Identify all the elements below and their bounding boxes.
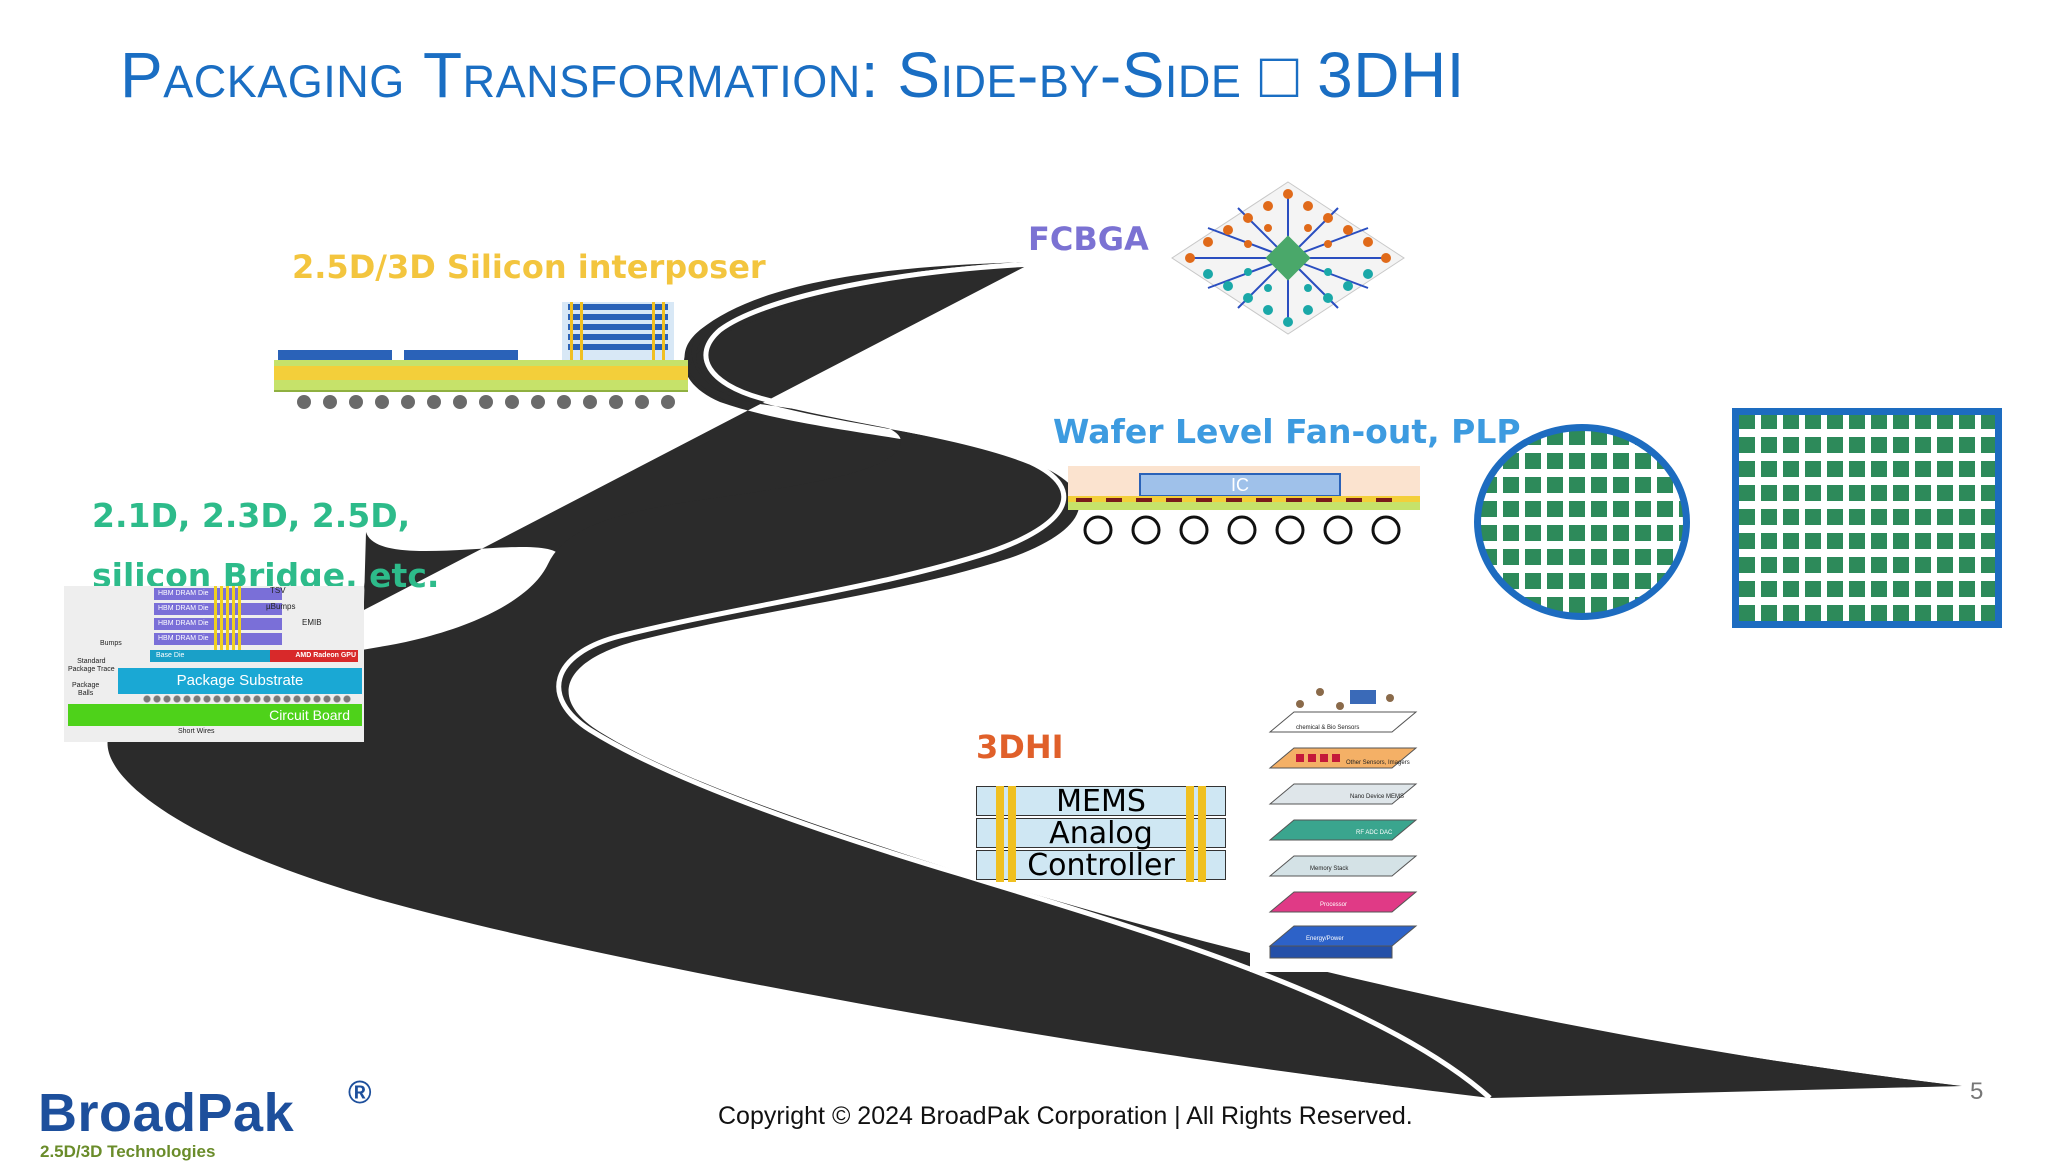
stack-layer-label: MEMS — [1056, 784, 1146, 819]
wafer-fanout-label: Wafer Level Fan-out, PLP — [1053, 412, 1521, 451]
fcbga-label: FCBGA — [1028, 220, 1149, 258]
ubumps-label: µBumps — [266, 602, 296, 611]
stack-via — [1198, 786, 1206, 882]
stack-plates — [1268, 711, 1418, 959]
title-rest-4: ide — [1164, 39, 1242, 111]
page-number: 5 — [1970, 1078, 1984, 1105]
circuit-board: Circuit Board — [68, 704, 362, 726]
layer-label: Other Sensors, Imagers — [1346, 760, 1410, 766]
threedhi-stack: MEMS Analog Controller — [976, 786, 1226, 882]
wlfo-balls — [1083, 515, 1401, 545]
title-initial-2: T — [423, 39, 463, 111]
interposer-balls — [297, 395, 675, 409]
wlfo-die-label: IC — [1231, 475, 1249, 495]
imager-pixels — [1296, 754, 1340, 762]
logo-wordmark: BroadPak — [38, 1083, 295, 1143]
fcbga-balls — [1185, 189, 1391, 327]
panel-rectangle — [1732, 408, 2002, 628]
stack-via — [1008, 786, 1016, 882]
fcbga-diagram — [1171, 181, 1405, 335]
slide-title: Packaging Transformation: Side-by-Side □… — [120, 38, 1465, 112]
wafer-circle — [1474, 424, 1690, 620]
interposer-diagram — [274, 302, 688, 409]
tsv-columns — [214, 586, 244, 660]
interposer-label: 2.5D/3D Silicon interposer — [292, 248, 766, 286]
short-wires-label: Short Wires — [178, 728, 215, 735]
title-colon: : — [860, 39, 880, 111]
title-rest-3: ide-by- — [940, 39, 1122, 111]
layer-stack-illustration: chemical & Bio Sensors Other Sensors, Im… — [1250, 684, 1426, 972]
title-rest-2: ransformation — [462, 39, 861, 111]
tsv-label: TSV — [270, 586, 286, 595]
title-initial-3: S — [897, 39, 941, 111]
layer-label: Processor — [1320, 902, 1347, 908]
bridge-label: 2.1D, 2.3D, 2.5D, silicon Bridge, etc. — [92, 496, 440, 595]
layer-label: Energy/Power — [1306, 936, 1344, 942]
layer-label: Memory Stack — [1310, 866, 1349, 872]
logo-tagline: 2.5D/3D Technologies — [40, 1142, 216, 1161]
std-trace-label: Standard Package Trace — [68, 658, 115, 673]
stack-layer: MEMS — [976, 784, 1226, 819]
pkg-balls-label: Package Balls — [72, 682, 100, 697]
title-initial-4: S — [1121, 39, 1165, 111]
stack-layer: Controller — [976, 848, 1226, 883]
layer-label: chemical & Bio Sensors — [1296, 725, 1359, 731]
layer-label: RF ADC DAC — [1356, 830, 1393, 836]
logo-registered-mark: ® — [348, 1074, 372, 1110]
wlfo-rdl — [1076, 498, 1392, 503]
emib-label: EMIB — [302, 618, 322, 627]
stack-layer-label: Controller — [1027, 848, 1175, 883]
title-end: 3DHI — [1317, 39, 1465, 111]
layer-label: Nano Device MEMS — [1350, 794, 1404, 800]
package-substrate: Package Substrate — [118, 668, 362, 694]
hbm-stack — [562, 302, 674, 360]
gpu-die: AMD Radeon GPU — [270, 650, 358, 662]
road-lane-marking — [556, 261, 1492, 1100]
stack-via — [1186, 786, 1194, 882]
bridge-balls — [142, 694, 352, 704]
title-arrow-glyph: □ — [1259, 39, 1299, 111]
base-die: Base Die — [150, 650, 284, 662]
sensor-nodes — [1296, 688, 1394, 710]
copyright-notice: Copyright © 2024 BroadPak Corporation | … — [718, 1102, 1413, 1130]
stack-layer-label: Analog — [1049, 816, 1153, 851]
threedhi-label: 3DHI — [976, 728, 1064, 766]
wlfo-diagram: IC — [1068, 466, 1420, 545]
title-initial-1: P — [120, 39, 164, 111]
bridge-diagram: HBM DRAM Die HBM DRAM Die HBM DRAM Die H… — [64, 586, 364, 742]
bumps-label: Bumps — [100, 640, 122, 647]
title-rest-1: ackaging — [163, 39, 405, 111]
road-body — [108, 262, 1962, 1098]
stack-layer: Analog — [976, 816, 1226, 851]
stack-via — [996, 786, 1004, 882]
